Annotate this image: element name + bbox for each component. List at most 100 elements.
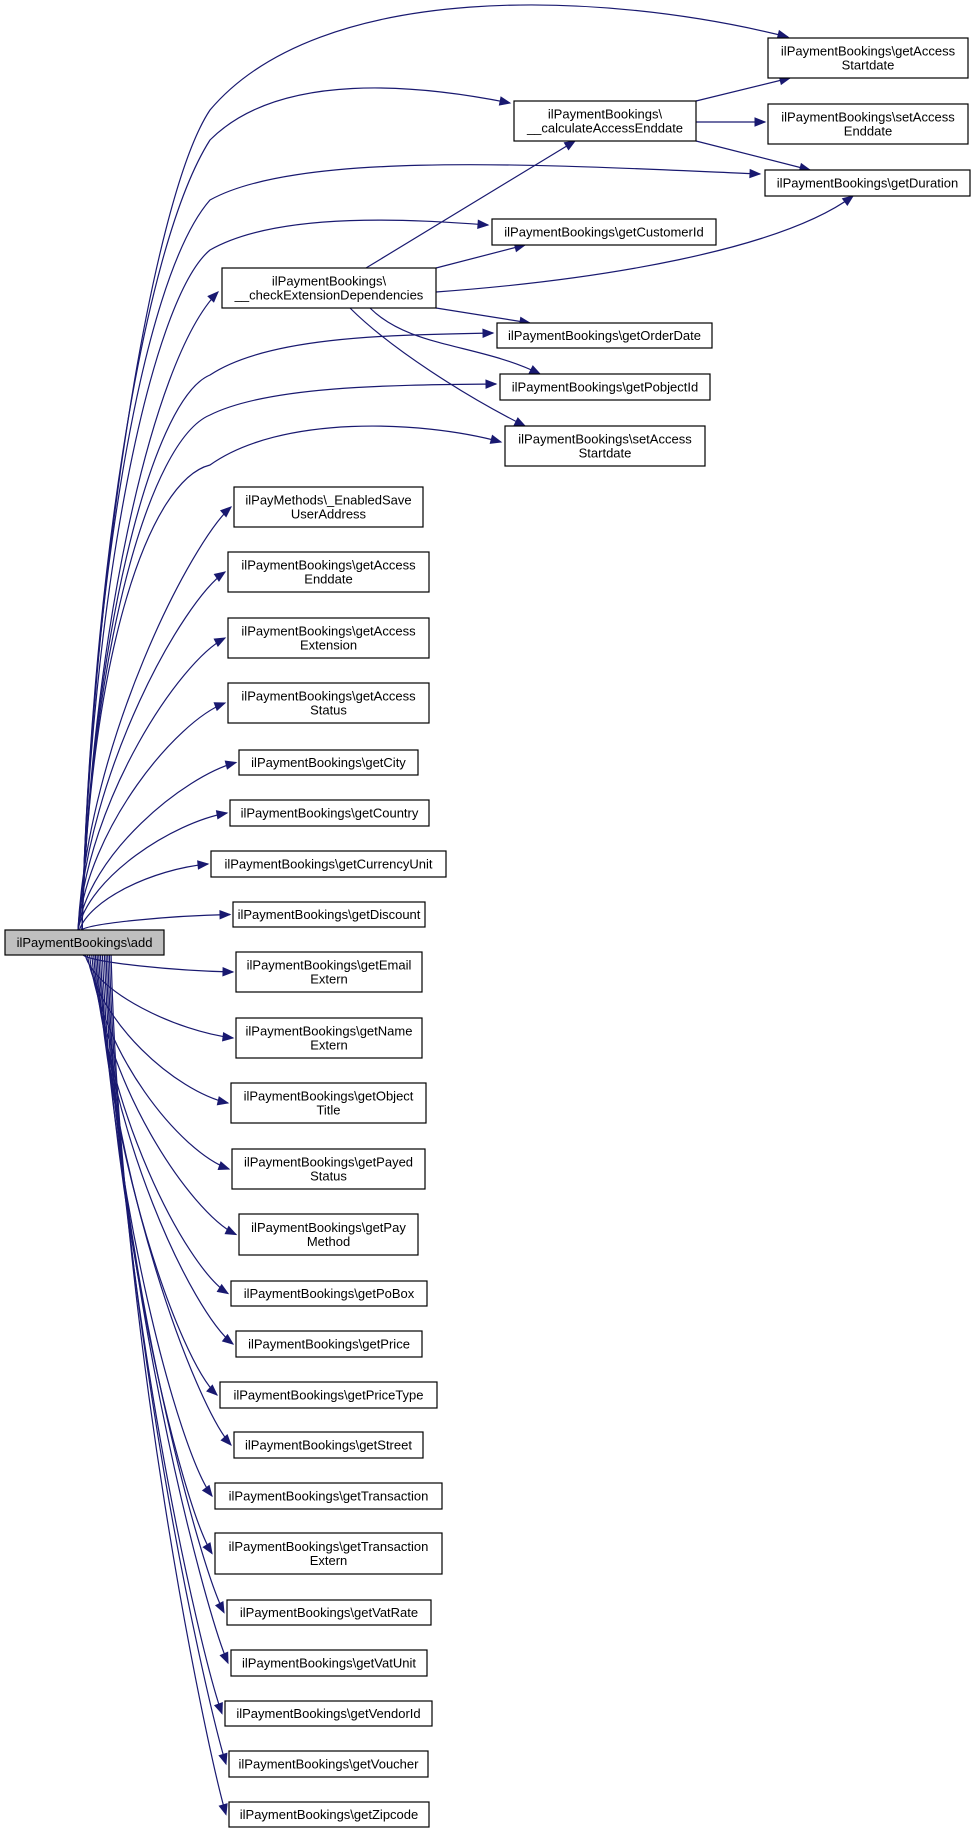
node-label-line: ilPaymentBookings\getName [246, 1024, 413, 1039]
node-box [513, 100, 697, 142]
node-label-line: ilPaymentBookings\getAccess [241, 558, 416, 573]
node-getVatRate[interactable]: ilPaymentBookings\getVatRate [226, 1599, 432, 1626]
node-getCurrencyUnit[interactable]: ilPaymentBookings\getCurrencyUnit [210, 850, 447, 878]
node-getPrice[interactable]: ilPaymentBookings\getPrice [235, 1330, 423, 1358]
node-label-line: Extension [300, 638, 357, 653]
edge-arrowhead [213, 637, 227, 648]
node-getVatUnit[interactable]: ilPaymentBookings\getVatUnit [230, 1649, 428, 1677]
edge-arrowhead [215, 810, 229, 820]
node-checkExtensionDependencies[interactable]: ilPaymentBookings\__checkExtensionDepend… [221, 267, 437, 309]
node-box [227, 551, 430, 593]
node-box [230, 1649, 428, 1677]
node-label-line: Method [307, 1234, 350, 1249]
node-label-line: ilPaymentBookings\getDiscount [238, 907, 421, 922]
node-box [233, 1431, 424, 1459]
node-getOrderDate[interactable]: ilPaymentBookings\getOrderDate [496, 322, 713, 349]
edge-arrowhead [841, 195, 855, 207]
edge-arrowhead [216, 1096, 230, 1106]
edge-arrowhead [213, 702, 227, 712]
node-getPoBox[interactable]: ilPaymentBookings\getPoBox [230, 1280, 428, 1307]
node-box [226, 1599, 432, 1626]
edge-arrowhead [216, 1283, 230, 1295]
edge-arrowhead [197, 860, 210, 870]
edge-add-to-getAccessEnddate [77, 571, 226, 931]
edge-arrowhead [201, 1484, 213, 1498]
node-getPobjectId[interactable]: ilPaymentBookings\getPobjectId [499, 373, 711, 401]
node-label-line: ilPaymentBookings\getVoucher [239, 1757, 420, 1772]
node-label-line: Startdate [842, 58, 895, 73]
node-box [233, 486, 424, 528]
node-getPriceType[interactable]: ilPaymentBookings\getPriceType [219, 1381, 438, 1409]
edge-arrowhead [207, 291, 219, 303]
node-box [235, 1330, 423, 1358]
node-getVoucher[interactable]: ilPaymentBookings\getVoucher [228, 1750, 429, 1778]
node-label-line: ilPaymentBookings\getPay [251, 1220, 406, 1235]
node-add[interactable]: ilPaymentBookings\add [4, 929, 165, 956]
node-box [238, 749, 419, 776]
edge-add-to-getAccessStatus [77, 702, 226, 931]
edge-add-to-getCustomerId [81, 219, 489, 931]
edge-arrowhead [776, 29, 790, 40]
edge-arrowhead [482, 328, 495, 338]
node-getCity[interactable]: ilPaymentBookings\getCity [238, 749, 419, 776]
node-label-line: ilPaymentBookings\add [17, 935, 153, 950]
edge-add-to-getVendorId [107, 954, 223, 1714]
node-getZipcode[interactable]: ilPaymentBookings\getZipcode [228, 1801, 430, 1828]
node-getDiscount[interactable]: ilPaymentBookings\getDiscount [232, 901, 426, 928]
edge-add-to-getVatRate [103, 954, 225, 1613]
node-label-line: ilPaymentBookings\getAccess [781, 44, 956, 59]
edge-arrowhead [489, 434, 503, 444]
node-box [767, 103, 969, 145]
node-box [491, 218, 717, 246]
edge-arrowhead [219, 1651, 229, 1665]
edge-arrowhead [219, 909, 232, 920]
node-label-line: ilPaymentBookings\getCity [251, 755, 406, 770]
node-label-line: ilPaymentBookings\getVatRate [240, 1605, 418, 1620]
edge-arrowhead [498, 96, 512, 106]
node-box [235, 1017, 423, 1059]
edge-checkExtensionDependencies-to-getDuration [435, 195, 854, 293]
node-getStreet[interactable]: ilPaymentBookings\getStreet [233, 1431, 424, 1459]
edge-add-to-getPrice [94, 954, 234, 1345]
edge-arrowhead [749, 168, 762, 179]
node-calculateAccessEnddate[interactable]: ilPaymentBookings\__calculateAccessEndda… [513, 100, 697, 142]
nodes-layer: ilPaymentBookings\add ilPaymentBookings\g… [4, 37, 971, 1828]
edge-add-to-getEmailExtern [82, 954, 234, 973]
node-getCountry[interactable]: ilPaymentBookings\getCountry [229, 799, 430, 827]
node-box [238, 1213, 419, 1256]
edge-arrowhead [485, 379, 498, 389]
edge-arrowhead [221, 1333, 235, 1345]
edge-arrowhead [224, 760, 238, 770]
node-box [232, 901, 426, 928]
edge-arrowhead [217, 1161, 231, 1171]
node-box [214, 1532, 443, 1575]
edge-arrowhead [213, 1702, 223, 1715]
node-getCustomerId[interactable]: ilPaymentBookings\getCustomerId [491, 218, 717, 246]
node-box [231, 1148, 426, 1190]
node-label-line: Enddate [844, 124, 892, 139]
node-label-line: ilPaymentBookings\getPriceType [233, 1388, 423, 1403]
edge-arrowhead [528, 365, 542, 375]
node-label-line: Enddate [304, 572, 352, 587]
node-getTransaction[interactable]: ilPaymentBookings\getTransaction [214, 1482, 443, 1510]
node-getVendorId[interactable]: ilPaymentBookings\getVendorId [224, 1700, 433, 1727]
node-box [227, 682, 430, 724]
edge-arrowhead [218, 1752, 228, 1766]
node-box [228, 1801, 430, 1828]
node-getDuration[interactable]: ilPaymentBookings\getDuration [764, 169, 971, 197]
edge-calculateAccessEnddate-to-getAccessStartdate [695, 77, 791, 102]
node-label-line: ilPaymentBookings\getOrderDate [508, 328, 701, 343]
